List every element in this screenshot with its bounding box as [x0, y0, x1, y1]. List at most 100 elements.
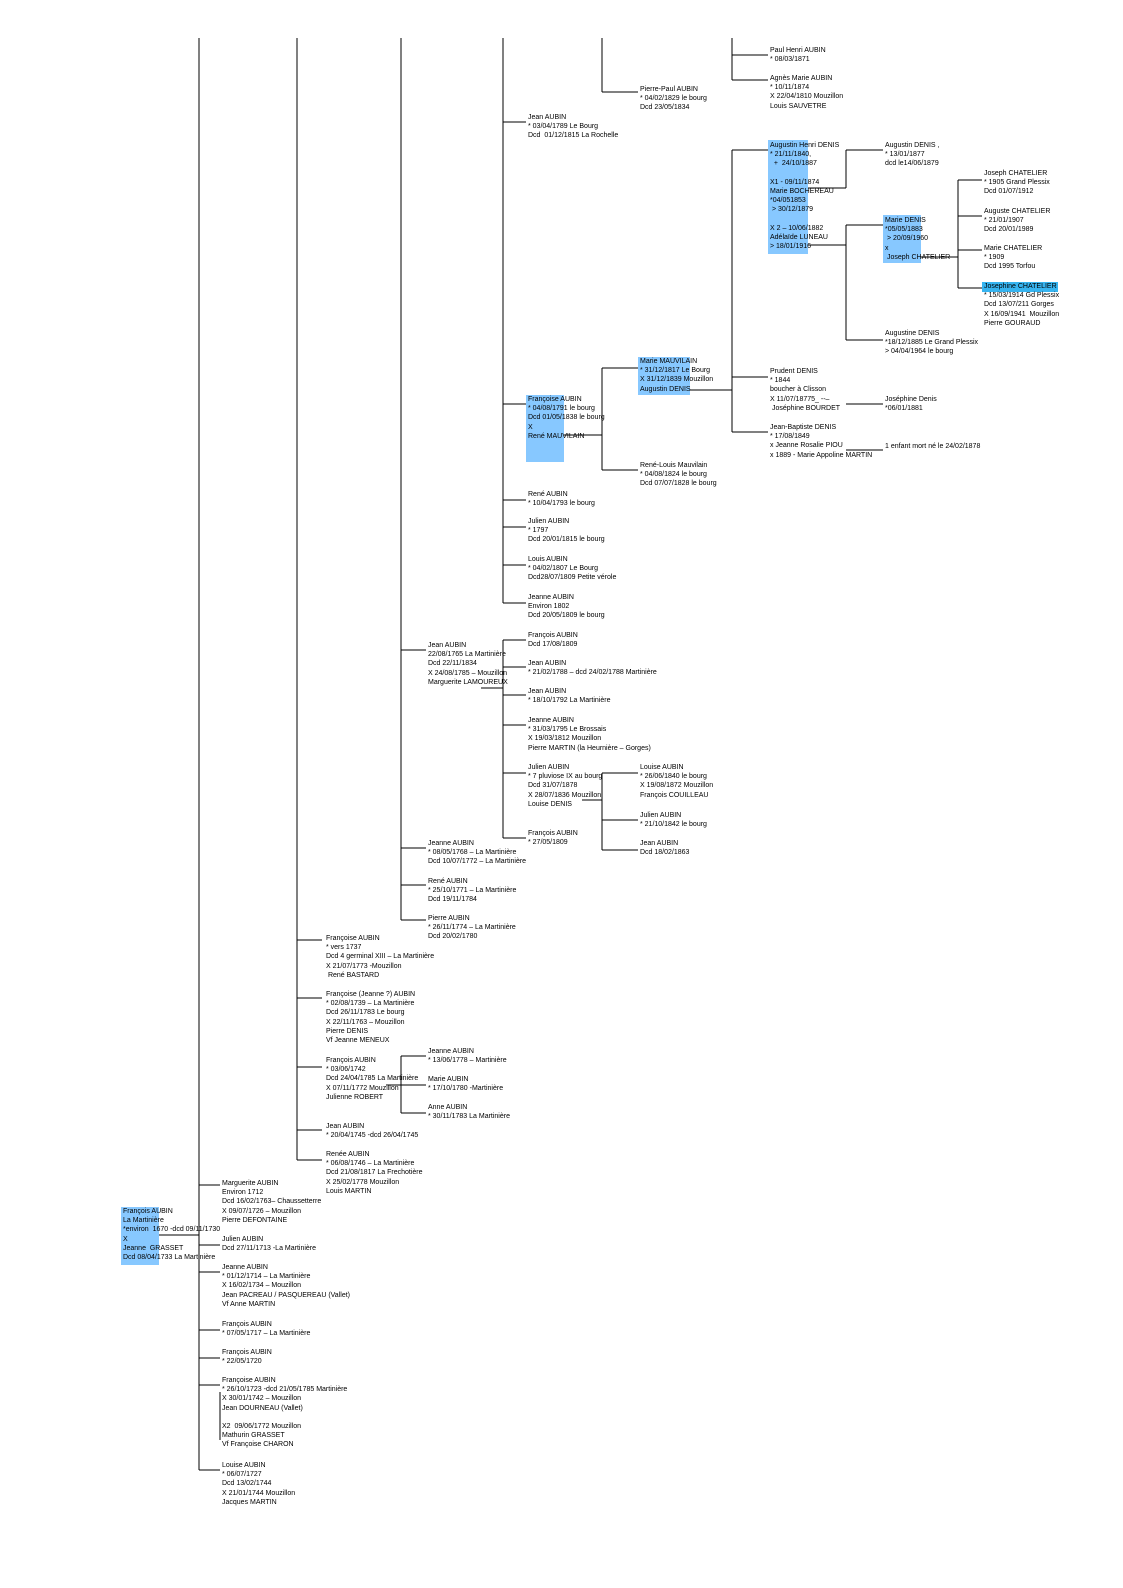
person-line: * 08/05/1768 – La Martinière	[428, 849, 517, 857]
person-line: Jeanne AUBIN	[428, 840, 474, 847]
person-line: Vf Françoise CHARON	[222, 1441, 294, 1449]
person-line: X 11/07/18775_ --–	[770, 395, 830, 403]
person-line: * 1909	[984, 254, 1005, 262]
person-line: Augustin Henri DENIS	[770, 142, 840, 149]
person-line: Agnès Marie AUBIN	[770, 75, 833, 82]
person-line: X 25/02/1778 Mouzillon	[326, 1178, 400, 1186]
person-line: Françoise AUBIN	[222, 1377, 276, 1384]
person-line: x Jeanne Rosalie PIOU	[770, 442, 843, 450]
person-anne-aubin-1783: Anne AUBIN* 30/11/1783 La Martinière	[428, 1103, 510, 1121]
person-line: Pierre DENIS	[326, 1027, 369, 1035]
person-line: Paul Henri AUBIN	[770, 47, 826, 54]
person-line: Dcd 20/02/1780	[428, 933, 478, 941]
person-line: Renée AUBIN	[326, 1151, 370, 1158]
person-line: X 2 – 10/06/1882	[770, 224, 824, 232]
person-julien-aubin-1842: Julien AUBIN* 21/10/1842 le bourg	[640, 811, 707, 829]
person-line	[222, 1413, 347, 1422]
person-line: François AUBIN	[326, 1057, 376, 1064]
person-line: > 18/01/1916	[770, 243, 812, 251]
person-line: François AUBIN	[528, 830, 578, 837]
person-line: Jacques MARTIN	[222, 1498, 277, 1506]
person-line: x 1889 - Marie Appoline MARTIN	[770, 451, 873, 459]
person-line: X	[123, 1235, 128, 1243]
person-line: Josephine CHATELIER	[984, 283, 1057, 290]
person-line: boucher à Clisson	[770, 386, 827, 394]
person-line: Julien AUBIN	[528, 518, 570, 525]
person-line: René AUBIN	[428, 878, 468, 885]
person-line: Jean AUBIN	[326, 1123, 365, 1130]
person-line: * 04/08/1824 le bourg	[640, 471, 707, 479]
person-line: Jean DOURNEAU (Vallet)	[222, 1404, 303, 1412]
person-line: Dcd 23/05/1834	[640, 104, 690, 112]
person-line: Louis AUBIN	[528, 556, 568, 563]
person-line: Marie MAUVILAIN	[640, 358, 698, 365]
person-line: X 19/08/1872 Mouzillon	[640, 782, 714, 790]
person-line: * 1905 Grand Plessix	[984, 179, 1050, 187]
person-line: Environ 1712	[222, 1189, 264, 1197]
person-line: X 07/11/1772 Mouzillon	[326, 1084, 399, 1092]
person-line: Dcd 1995 Torfou	[984, 263, 1036, 271]
person-line: Jeanne AUBIN	[222, 1264, 268, 1271]
person-line: *06/01/1881	[885, 405, 923, 413]
person-line: Augustin DENIS ,	[885, 142, 940, 149]
person-line: René AUBIN	[528, 491, 568, 498]
person-line: * 06/07/1727	[222, 1471, 262, 1479]
person-line: * 31/12/1817 Le Bourg	[640, 367, 711, 375]
person-line: Environ 1802	[528, 603, 570, 611]
highlight-marie-mauvilain	[638, 357, 690, 395]
person-line: * 18/10/1792 La Martinière	[528, 697, 611, 705]
person-line: * 21/01/1907	[984, 217, 1024, 225]
person-line: Dcd 01/07/1912	[984, 188, 1034, 196]
person-line: * 10/11/1874	[770, 84, 810, 92]
person-line: X 24/08/1785 – Mouzillon	[428, 669, 507, 677]
person-line: Pierre GOURAUD	[984, 319, 1041, 327]
person-line: Marguerite AUBIN	[222, 1180, 279, 1187]
person-line: * 31/03/1795 Le Brossais	[528, 726, 607, 734]
person-line: Dcd 24/04/1785 La Martinière	[326, 1075, 419, 1083]
person-josephine-chatelier: Josephine CHATELIER* 15/03/1914 Gd Pless…	[984, 282, 1059, 328]
person-augustine-denis: Augustine DENIS*18/12/1885 Le Grand Ples…	[885, 329, 978, 357]
person-jeanne-aubin-1778: Jeanne AUBIN* 13/06/1778 – Martinière	[428, 1047, 507, 1065]
person-line: * 01/12/1714 – La Martinière	[222, 1273, 311, 1281]
person-josephine-denis: Joséphine Denis*06/01/1881	[885, 395, 937, 413]
person-francois-aubin-1809b: François AUBIN* 27/05/1809	[528, 829, 578, 847]
person-line: * 26/11/1774 – La Martinière	[428, 924, 516, 932]
person-line: Jean AUBIN	[528, 114, 567, 121]
person-line: dcd le14/06/1879	[885, 160, 939, 168]
person-pierre-aubin-1774: Pierre AUBIN* 26/11/1774 – La Martinière…	[428, 914, 516, 942]
person-line: François AUBIN	[123, 1208, 173, 1215]
person-line: X 21/07/1773 -Mouzillon	[326, 962, 402, 970]
person-paul-henri-aubin: Paul Henri AUBIN* 08/03/1871	[770, 46, 826, 64]
person-line: * 02/08/1739 – La Martinière	[326, 1000, 415, 1008]
person-line: Julienne ROBERT	[326, 1093, 384, 1101]
person-francoise-jeanne-aubin: Françoise (Jeanne ?) AUBIN* 02/08/1739 –…	[326, 990, 415, 1045]
person-line: Dcd 13/02/1744	[222, 1480, 272, 1488]
person-line: Marie DENIS	[885, 217, 926, 224]
person-line: Marie AUBIN	[428, 1076, 469, 1083]
person-line: * 25/10/1771 – La Martinière	[428, 887, 517, 895]
person-line: *environ 1670 -dcd 09/11/1730	[123, 1226, 221, 1234]
person-line: > 04/04/1964 le bourg	[885, 348, 954, 356]
person-line: Mathurin GRASSET	[222, 1432, 285, 1440]
person-line: René MAUVILAIN	[528, 432, 585, 440]
person-line: Joseph CHATELIER	[885, 253, 951, 261]
person-line: Pierre-Paul AUBIN	[640, 86, 698, 93]
person-line: Dcd 17/08/1809	[528, 641, 578, 649]
person-line: Jeanne AUBIN	[428, 1048, 474, 1055]
person-francois-aubin-1720: François AUBIN* 22/05/1720	[222, 1348, 272, 1366]
person-line: X1 - 09/11/1874	[770, 178, 820, 186]
person-line: * 06/08/1746 – La Martinière	[326, 1160, 415, 1168]
